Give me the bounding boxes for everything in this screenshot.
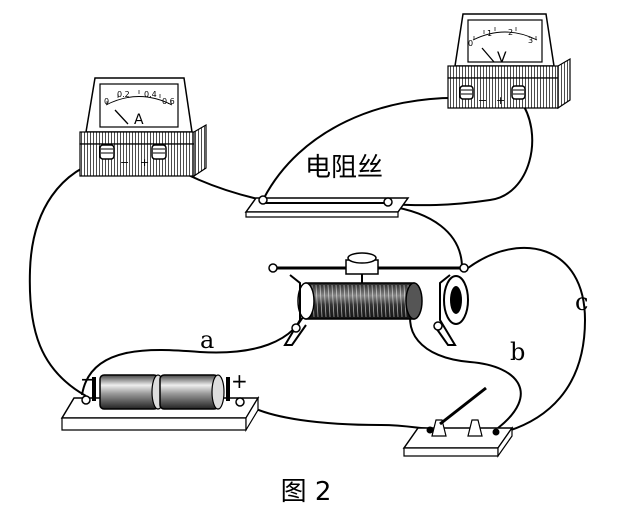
- ammeter-tick-1: 0.2: [117, 90, 130, 99]
- wire-a: [81, 304, 309, 396]
- voltmeter: 0 1 2 3 V − +: [447, 13, 571, 110]
- wire-label-c: c: [575, 288, 588, 316]
- voltmeter-unit-label: V: [497, 50, 507, 66]
- battery-cell-2: [159, 374, 225, 410]
- ammeter-minus-sign: −: [120, 156, 129, 169]
- wire-voltmeter-plus-to-resistance-wire-right: [387, 99, 534, 207]
- wire-resistance-wire-to-rheostat: [387, 205, 463, 269]
- resistance-wire-board: [244, 195, 410, 218]
- resistance-wire-terminal-right[interactable]: [383, 197, 393, 207]
- wire-c: [467, 246, 587, 433]
- resistance-wire-label: 电阻丝: [305, 153, 383, 183]
- ammeter-terminal-plus[interactable]: [151, 144, 167, 160]
- switch-blade[interactable]: [439, 386, 487, 426]
- ammeter-terminal-minus[interactable]: [99, 144, 115, 160]
- rheostat-terminal-left-bottom[interactable]: [291, 323, 301, 333]
- voltmeter-terminal-minus[interactable]: [459, 85, 474, 100]
- wire-b: [409, 299, 522, 429]
- ammeter-tick-3: 0.6: [162, 97, 175, 106]
- ammeter-tick-0: 0: [104, 97, 109, 106]
- battery-cell-1: [99, 374, 165, 410]
- wire-label-b: b: [510, 338, 525, 366]
- voltmeter-tick-3: 3: [528, 36, 533, 45]
- battery-minus-label: −: [80, 367, 97, 391]
- voltmeter-minus-sign: −: [478, 94, 487, 107]
- rheostat-slider[interactable]: [345, 252, 379, 286]
- voltmeter-tick-0: 0: [468, 39, 473, 48]
- wire-battery-plus-to-switch: [239, 399, 431, 430]
- figure-caption: 图 2: [281, 477, 332, 507]
- wire-label-a: a: [200, 326, 214, 354]
- wires: [28, 96, 587, 433]
- battery-holder: [60, 374, 260, 433]
- voltmeter-plus-sign: +: [496, 94, 505, 107]
- resistance-wire-terminal-left[interactable]: [258, 195, 268, 205]
- ammeter-plus-sign: +: [140, 156, 149, 169]
- ammeter-tick-2: 0.4: [144, 90, 157, 99]
- voltmeter-tick-1: 1: [487, 29, 492, 38]
- battery-terminal-plus[interactable]: [235, 397, 245, 407]
- voltmeter-needle: [481, 47, 495, 63]
- battery-terminal-minus[interactable]: [81, 395, 91, 405]
- ammeter-unit-label: A: [134, 112, 144, 128]
- voltmeter-tick-2: 2: [508, 28, 513, 37]
- knife-switch[interactable]: [402, 386, 514, 458]
- battery-plus-label: +: [231, 369, 248, 393]
- ammeter: 0 0.2 0.4 0.6 A − +: [79, 77, 207, 178]
- wire-resistance-wire-to-voltmeter-minus: [263, 96, 467, 199]
- rheostat-terminal-right-bottom[interactable]: [433, 321, 443, 331]
- wire-ammeter-minus-to-battery: [28, 157, 109, 397]
- ammeter-needle: [114, 109, 129, 125]
- rheostat: [268, 252, 469, 346]
- voltmeter-terminal-plus[interactable]: [511, 85, 526, 100]
